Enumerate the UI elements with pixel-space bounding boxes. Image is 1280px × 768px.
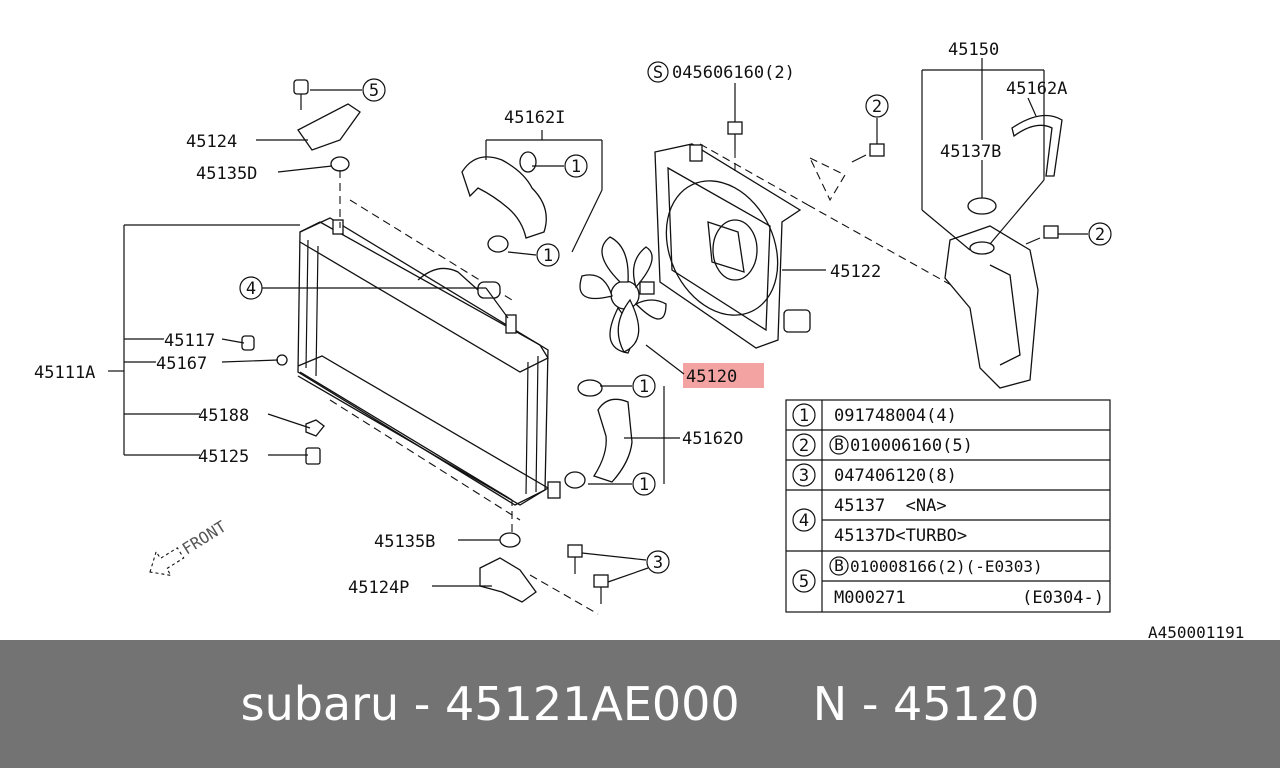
callout-1-circle [564,154,588,178]
legend-row-number: 5 [799,572,809,592]
label-s-bolt: 045606160(2) [672,63,795,83]
callout-5-number: 5 [369,81,379,101]
callout-1-number: 1 [543,246,553,266]
b-mark-letter: B [834,556,844,575]
b-mark-circle [829,556,849,576]
label-45162o: 45162O [682,429,743,449]
legend-row-number: 4 [799,511,809,531]
label-45150: 45150 [948,40,999,60]
label-45124: 45124 [186,132,237,152]
small-parts-drawing [241,79,1059,615]
legend-row-number: 2 [799,436,809,456]
legend-row-text: 047406120(8) [834,466,957,486]
label-45162a: 45162A [1006,79,1067,99]
legend-row-text: M000271 [834,588,906,608]
label-45124p: 45124P [348,578,409,598]
footer-title: subaru - 45121AE000 N - 45120 [240,677,1040,731]
legend-row-text: 45137 <NA> [834,496,947,516]
label-reference-code: A450001191 [1148,623,1244,640]
front-indicator: FRONT [149,517,230,577]
label-45122: 45122 [830,262,881,282]
label-45117: 45117 [164,331,215,351]
callout-4-number: 4 [246,279,256,299]
callout-2-number: 2 [872,97,882,117]
fan-shroud-drawing [654,143,961,349]
label-45111a: 45111A [34,363,95,383]
legend-number-circle [792,433,816,457]
label-45167: 45167 [156,354,207,374]
label-45120: 45120 [686,367,737,387]
legend-number-circle [792,403,816,427]
callout-3-number: 3 [653,553,663,573]
callout-1-circle [536,243,560,267]
s-mark-letter: S [653,63,663,83]
label-45135d: 45135D [196,164,257,184]
front-label: FRONT [179,517,230,559]
callout-5-circle [362,78,386,102]
callout-3-circle [646,550,670,574]
legend-row-text: 010008166(2)(-E0303) [850,557,1043,576]
label-45137b: 45137B [940,142,1001,162]
leader-lines [108,58,1088,587]
legend-row-text: 091748004(4) [834,406,957,426]
footer-bar: subaru - 45121AE000 N - 45120 [0,640,1280,768]
callout-1-number: 1 [639,475,649,495]
hoses-drawing [461,151,633,489]
part-highlight [683,363,764,388]
callout-4-circle [239,276,263,300]
b-mark-circle [829,435,849,455]
callout-1-number: 1 [639,377,649,397]
legend-row-text: 010006160(5) [850,436,973,456]
radiator-drawing [297,199,561,521]
part-labels: 45150 45162A 45137B 045606160(2) 45162I … [34,40,1244,640]
callout-1-circle [632,374,656,398]
label-45162i: 45162I [504,108,565,128]
s-mark-circle [647,61,669,83]
legend-number-circle [792,508,816,532]
label-45135b: 45135B [374,532,435,552]
callout-circles: 5 1 1 4 2 2 1 1 3 S [239,61,1112,574]
callout-2-circle [865,94,889,118]
callout-1-circle [632,472,656,496]
callout-2-number: 2 [1095,225,1105,245]
legend-number-circle [792,463,816,487]
label-45125: 45125 [198,447,249,467]
legend-row-text: 45137D<TURBO> [834,526,967,546]
fan-drawing [579,236,667,354]
b-mark-letter: B [834,435,844,454]
legend-row-number: 3 [799,466,809,486]
callout-1-number: 1 [571,157,581,177]
callout-2-circle [1088,222,1112,246]
legend-row-range: (E0304-) [1022,588,1104,608]
reservoir-tank-drawing [944,114,1063,389]
legend-row-number: 1 [799,406,809,426]
parts-diagram: 5 1 1 4 2 2 1 1 3 S 45150 45162A 45137B … [34,40,1244,640]
legend-number-circle [792,569,816,593]
label-45188: 45188 [198,406,249,426]
legend-table: 1 2 3 4 5 B B 091748004(4) 010006160(5) … [785,399,1111,613]
